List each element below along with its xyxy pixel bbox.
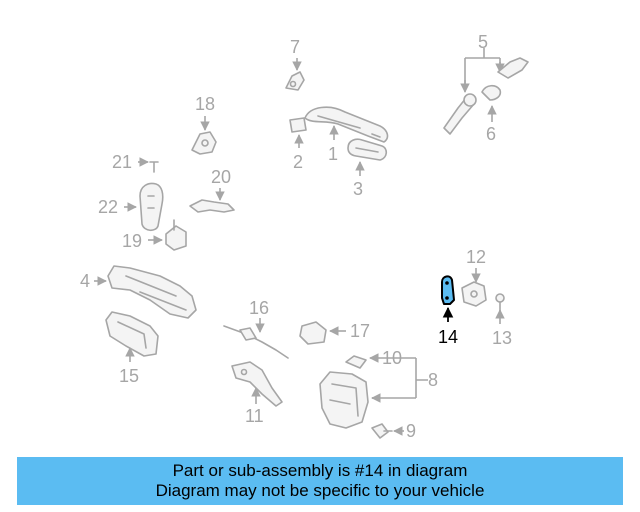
part-16-rod: 16 [223,298,289,359]
callout-15: 15 [119,366,139,386]
caption-line-1: Part or sub-assembly is #14 in diagram [172,461,468,480]
callout-22: 22 [98,197,118,217]
callout-2: 2 [293,152,303,172]
part-18: 18 [191,94,217,155]
part-21: 21 [112,152,159,173]
part-8-latch: 10 8 [319,348,438,429]
callout-9: 9 [406,421,416,441]
part-14-highlighted: 14 [438,275,458,347]
callout-12: 12 [466,247,486,267]
callout-13: 13 [492,328,512,348]
part-1-outside-handle: 1 [304,106,389,164]
callout-5: 5 [478,32,488,52]
callout-3: 3 [353,179,363,199]
part-13-bolt: 13 [492,293,512,348]
part-3: 3 [347,138,388,199]
part-2: 2 [289,117,307,172]
part-12-striker: 12 [461,247,487,307]
part-11: 11 [231,361,283,426]
callout-14: 14 [438,327,458,347]
part-20: 20 [189,167,235,213]
callout-19: 19 [122,231,142,251]
caption-banner: Part or sub-assembly is #14 in diagram D… [17,457,623,505]
callout-16: 16 [249,298,269,318]
callout-11: 11 [245,406,264,426]
callout-20: 20 [211,167,231,187]
part-9-screw: 9 [371,421,416,441]
callout-6: 6 [486,124,496,144]
callout-4: 4 [80,271,90,291]
part-17: 17 [299,321,370,345]
part-7: 7 [285,37,305,91]
callout-18: 18 [195,94,215,114]
callout-8: 8 [428,370,438,390]
callout-7: 7 [290,37,300,57]
callout-17: 17 [350,321,370,341]
part-5-lock-cylinder: 5 [443,32,529,135]
parts-diagram: 7 1 2 3 5 6 18 [80,32,529,441]
callout-1: 1 [328,144,338,164]
caption-line-2: Diagram may not be specific to your vehi… [155,481,485,500]
part-19: 19 [122,219,187,251]
part-6: 6 [486,105,497,144]
callout-10: 10 [382,348,402,368]
part-4-inside-handle: 4 [80,265,197,319]
part-15-bezel: 15 [105,311,159,386]
part-22: 22 [98,182,164,232]
callout-21: 21 [112,152,132,172]
